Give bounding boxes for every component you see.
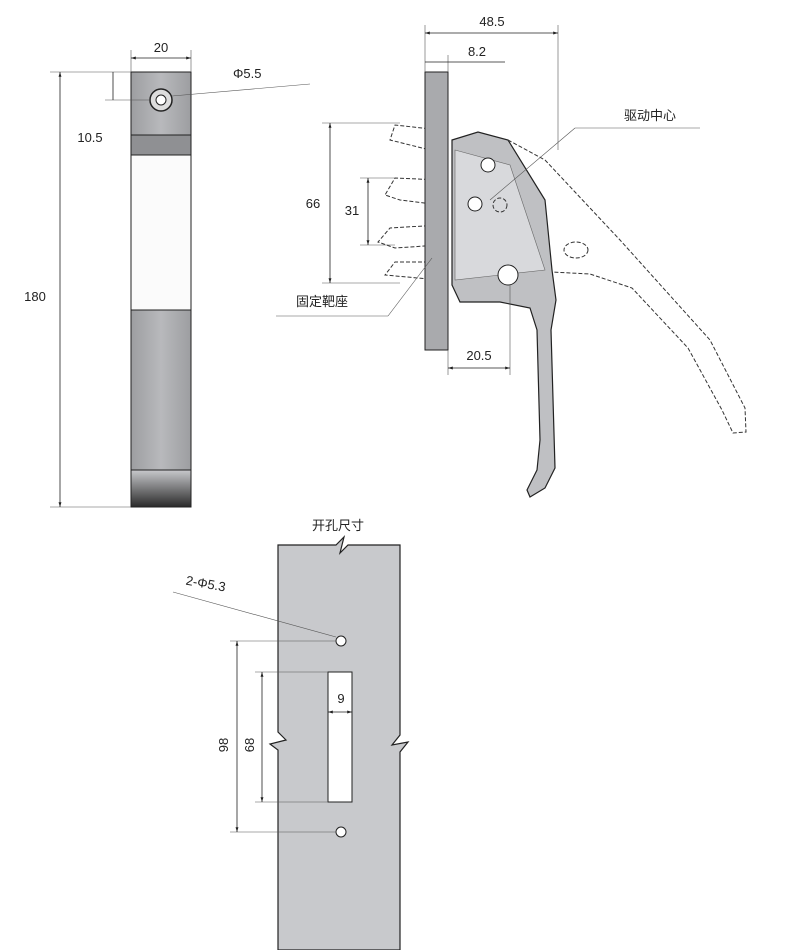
hole-offset-dim: 10.5 bbox=[77, 130, 102, 145]
plate-dim: 8.2 bbox=[468, 44, 486, 59]
open-pivot-hole bbox=[563, 241, 589, 259]
cutout-hole-bottom bbox=[335, 826, 347, 838]
front-view: 20 Φ5.5 10.5 180 bbox=[24, 40, 311, 508]
fixed-seat-label: 固定靶座 bbox=[296, 294, 348, 309]
handle-grip bbox=[130, 309, 192, 471]
side-view: 48.5 8.2 驱动中心 66 31 固定靶座 20.5 bbox=[276, 14, 747, 498]
inner-dim: 31 bbox=[345, 203, 359, 218]
width-dim: 20 bbox=[154, 40, 168, 55]
lever-open-dashed bbox=[507, 139, 747, 434]
cutout-hole-top bbox=[335, 635, 347, 647]
pivot-hole-1 bbox=[480, 157, 496, 173]
travel-dim: 66 bbox=[306, 196, 320, 211]
hole-spacing-dim: 98 bbox=[216, 738, 231, 752]
handle-band bbox=[130, 134, 192, 156]
slot-width-dim: 9 bbox=[337, 691, 344, 706]
depth-dim: 48.5 bbox=[479, 14, 504, 29]
cutout-title: 开孔尺寸 bbox=[312, 518, 364, 533]
holes-dim: 2-Φ5.3 bbox=[185, 573, 227, 595]
handle-label-area bbox=[130, 154, 192, 311]
pivot-dim: 20.5 bbox=[466, 348, 491, 363]
mount-hole-inner bbox=[155, 94, 167, 106]
cutout-view: 开孔尺寸 2-Φ5.3 9 98 68 bbox=[172, 518, 410, 950]
slot-length-dim: 68 bbox=[242, 738, 257, 752]
handle-end bbox=[130, 469, 192, 508]
hole-dim: Φ5.5 bbox=[233, 66, 261, 81]
cutout-slot bbox=[327, 671, 353, 803]
drive-center-label: 驱动中心 bbox=[624, 108, 676, 123]
pivot-hole-2 bbox=[467, 196, 483, 212]
length-dim: 180 bbox=[24, 289, 46, 304]
mount-plate bbox=[424, 71, 449, 351]
pivot-hole-main bbox=[497, 264, 519, 286]
pivot-hole-2-open bbox=[492, 197, 508, 213]
